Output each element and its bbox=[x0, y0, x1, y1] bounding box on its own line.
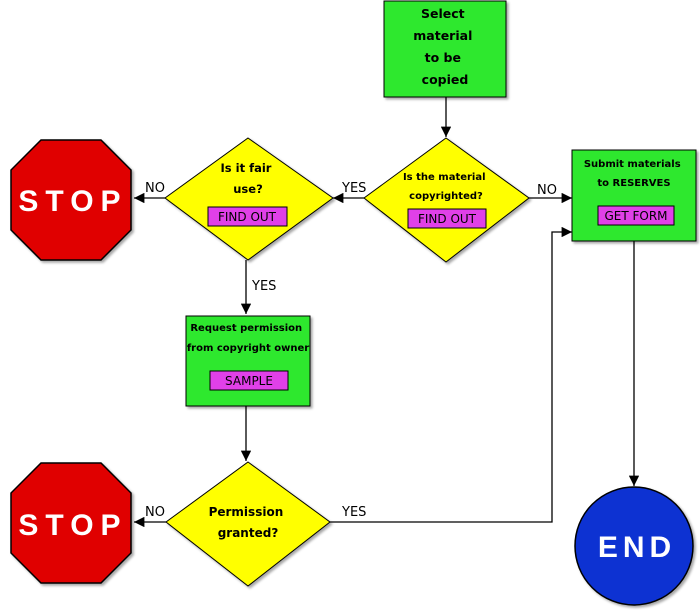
sample-label: SAMPLE bbox=[225, 374, 273, 388]
request-line-2: from copyright owner bbox=[187, 343, 309, 354]
sample-button[interactable]: SAMPLE bbox=[209, 370, 289, 391]
select-line-1: Select bbox=[421, 6, 465, 21]
stop-label: STOP bbox=[18, 185, 127, 218]
node-request-permission: Request permission from copyright owner … bbox=[185, 315, 311, 407]
node-select-material: Select material to be copied bbox=[383, 0, 507, 98]
label-fair-use-no: NO bbox=[145, 181, 165, 196]
node-is-fair-use: Is it fair use? FIND OUT bbox=[164, 137, 334, 261]
svg-text:Select material to: Select material to be copied bbox=[413, 6, 476, 87]
decision-diamond bbox=[165, 461, 331, 587]
stop-sign-top: STOP bbox=[10, 139, 132, 261]
end-circle: END bbox=[574, 486, 694, 606]
connectors bbox=[134, 97, 640, 528]
svg-text:Is the material copyrigh: Is the material copyrighted? bbox=[403, 172, 489, 202]
node-is-copyrighted: Is the material copyrighted? FIND OUT bbox=[363, 137, 530, 263]
copyrighted-line-2: copyrighted? bbox=[409, 191, 483, 202]
find-out-copyrighted-label: FIND OUT bbox=[418, 212, 477, 226]
decision-diamond bbox=[164, 137, 334, 261]
get-form-label: GET FORM bbox=[604, 209, 667, 223]
select-line-3: to be bbox=[425, 50, 461, 65]
label-fair-use-yes: YES bbox=[251, 279, 276, 294]
node-permission-granted: Permission granted? bbox=[165, 461, 331, 587]
fair-use-line-1: Is it fair bbox=[221, 161, 272, 175]
copyrighted-line-1: Is the material bbox=[403, 172, 486, 183]
svg-text:Submit materials to RESE: Submit materials to RESERVES bbox=[584, 159, 684, 189]
select-line-4: copied bbox=[422, 72, 469, 87]
octagon bbox=[10, 462, 132, 584]
edge-granted-to-reserves bbox=[330, 226, 572, 523]
svg-text:Request permission from: Request permission from copyright owner bbox=[187, 323, 309, 354]
process-box bbox=[571, 149, 697, 242]
reserves-line-1: Submit materials bbox=[584, 159, 681, 170]
process-box bbox=[185, 315, 311, 407]
label-copyrighted-yes: YES bbox=[341, 181, 366, 196]
label-copyrighted-no: NO bbox=[537, 183, 557, 198]
fair-use-line-2: use? bbox=[233, 182, 263, 196]
find-out-fair-use-button[interactable]: FIND OUT bbox=[207, 206, 288, 227]
svg-text:Permission granted?: Permission granted? bbox=[209, 505, 288, 540]
end-label: END bbox=[598, 531, 676, 564]
request-line-1: Request permission bbox=[190, 323, 302, 334]
svg-text:Is it fair use?: Is it fair use? bbox=[221, 161, 276, 196]
stop-sign-bottom: STOP bbox=[10, 462, 132, 584]
octagon bbox=[10, 139, 132, 261]
label-granted-yes: YES bbox=[341, 505, 366, 520]
label-granted-no: NO bbox=[145, 505, 165, 520]
granted-line-1: Permission bbox=[209, 505, 284, 519]
stop-label: STOP bbox=[18, 509, 127, 542]
decision-diamond bbox=[363, 137, 530, 263]
find-out-copyrighted-button[interactable]: FIND OUT bbox=[407, 208, 487, 229]
reserves-line-2: to RESERVES bbox=[597, 178, 670, 189]
select-line-2: material bbox=[413, 28, 472, 43]
granted-line-2: granted? bbox=[218, 526, 279, 540]
process-box bbox=[383, 0, 507, 98]
node-submit-reserves: Submit materials to RESERVES GET FORM bbox=[571, 149, 697, 242]
get-form-button[interactable]: GET FORM bbox=[597, 205, 675, 226]
find-out-fair-use-label: FIND OUT bbox=[218, 210, 277, 224]
end-shape bbox=[574, 486, 694, 606]
